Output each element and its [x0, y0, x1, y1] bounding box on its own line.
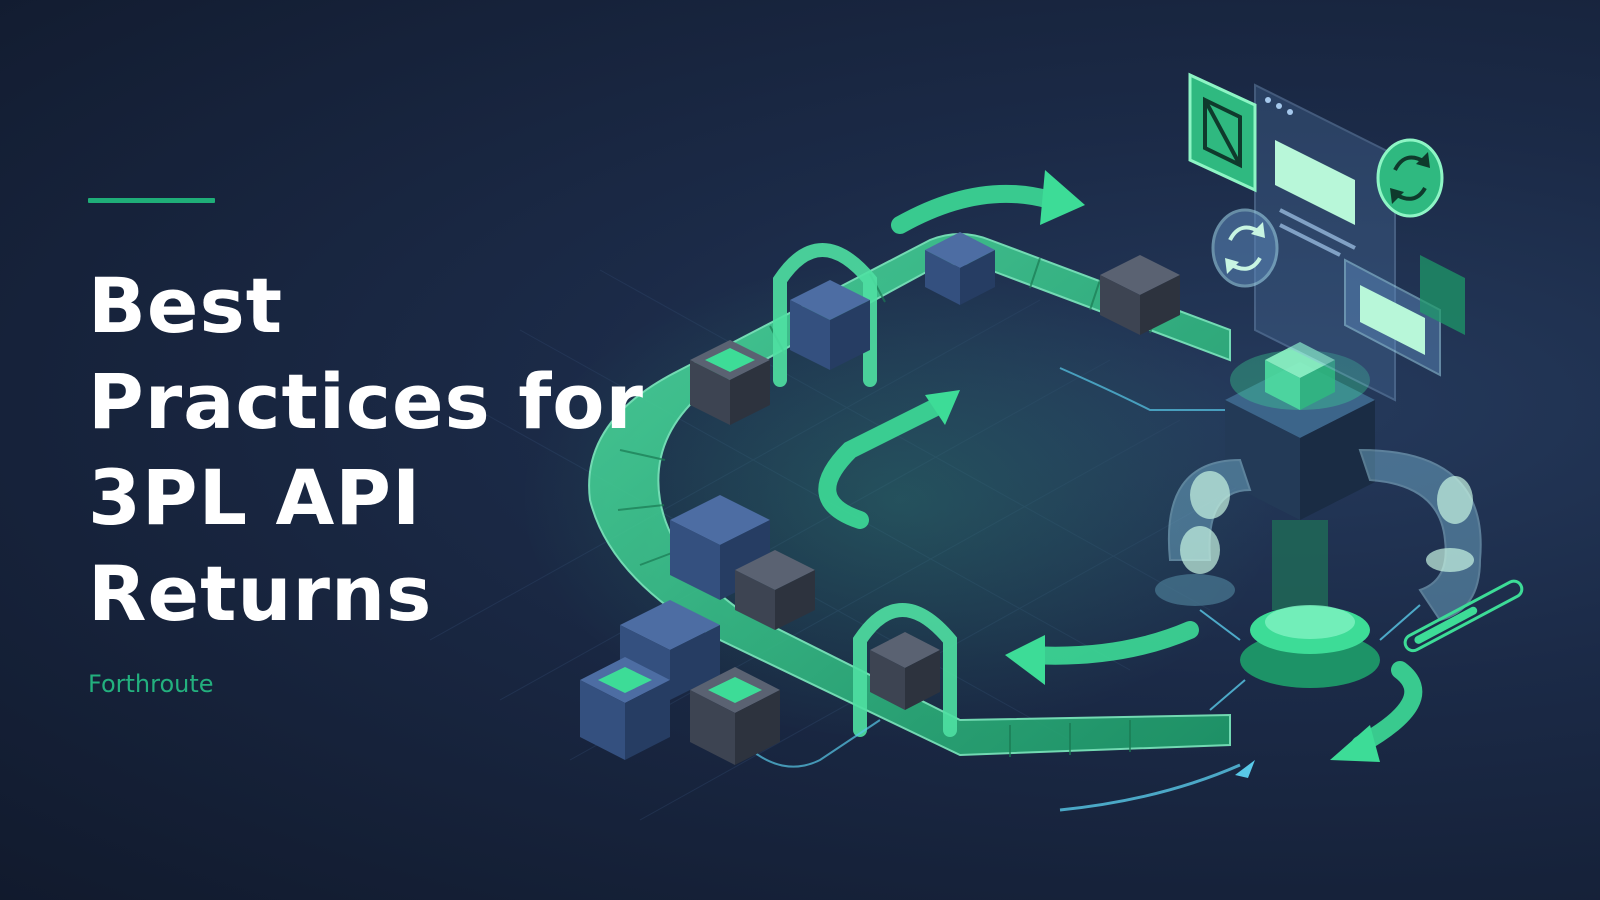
slide-title: Best Practices for 3PL API Returns [88, 261, 644, 638]
brand-name: Forthroute [88, 670, 214, 698]
accent-line [88, 198, 215, 203]
